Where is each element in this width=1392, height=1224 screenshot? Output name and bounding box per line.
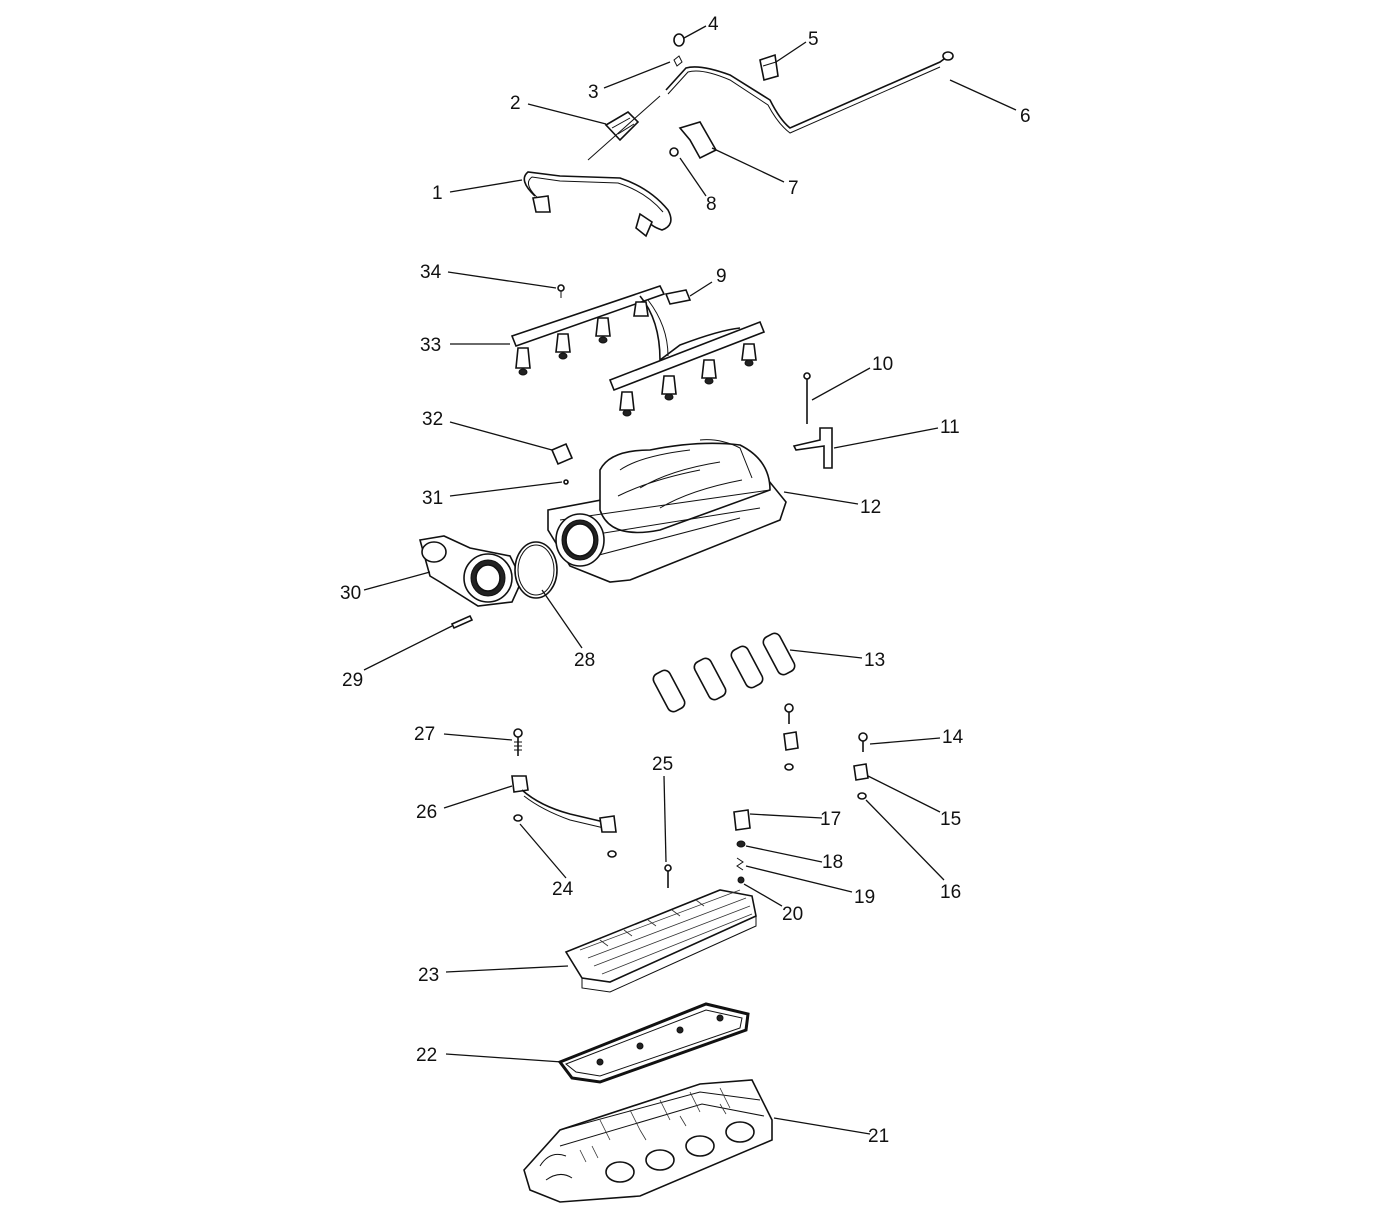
callout-32: 32	[422, 409, 443, 430]
callout-8: 8	[706, 194, 717, 215]
callout-14: 14	[942, 727, 964, 748]
callout-31: 31	[422, 488, 443, 509]
callout-22: 22	[416, 1045, 437, 1066]
callout-9: 9	[716, 266, 727, 287]
callout-15: 15	[940, 809, 961, 830]
callout-4: 4	[708, 14, 719, 35]
leader-lines	[363, 25, 1017, 1135]
valley-cover	[564, 889, 757, 993]
fuel-rail-assembly	[510, 284, 766, 417]
callout-20: 20	[782, 904, 803, 925]
callout-6: 6	[1020, 106, 1031, 127]
callout-27: 27	[414, 724, 435, 745]
callout-3: 3	[588, 82, 599, 103]
callout-21: 21	[868, 1126, 889, 1147]
callout-7: 7	[788, 178, 799, 199]
engine-block	[523, 1079, 773, 1203]
callout-30: 30	[340, 583, 361, 604]
intake-manifold	[547, 372, 833, 583]
valley-gasket	[557, 1002, 750, 1084]
fuel-line-assembly	[523, 33, 954, 238]
callout-12: 12	[860, 497, 881, 518]
callout-24: 24	[552, 879, 574, 900]
throttle-body-assembly	[418, 535, 558, 630]
callout-33: 33	[420, 335, 441, 356]
callout-25: 25	[652, 754, 673, 775]
callout-17: 17	[820, 809, 841, 830]
callout-28: 28	[574, 650, 595, 671]
small-hardware	[511, 703, 869, 888]
callout-labels: 1 2 3 4 5 6 7 8 9 10 11 12 13 14 15 16 1…	[340, 14, 1031, 1147]
injectors-right-bank	[619, 343, 757, 417]
callout-2: 2	[510, 93, 521, 114]
callout-23: 23	[418, 965, 439, 986]
callout-19: 19	[854, 887, 875, 908]
callout-13: 13	[864, 650, 885, 671]
injectors-left-bank	[515, 301, 649, 376]
callout-5: 5	[808, 29, 819, 50]
callout-10: 10	[872, 354, 893, 375]
callout-1: 1	[432, 183, 443, 204]
callout-16: 16	[940, 882, 961, 903]
callout-18: 18	[822, 852, 843, 873]
callout-34: 34	[420, 262, 442, 283]
callout-26: 26	[416, 802, 437, 823]
callout-11: 11	[940, 417, 960, 438]
callout-29: 29	[342, 670, 363, 691]
port-gaskets	[652, 632, 796, 713]
